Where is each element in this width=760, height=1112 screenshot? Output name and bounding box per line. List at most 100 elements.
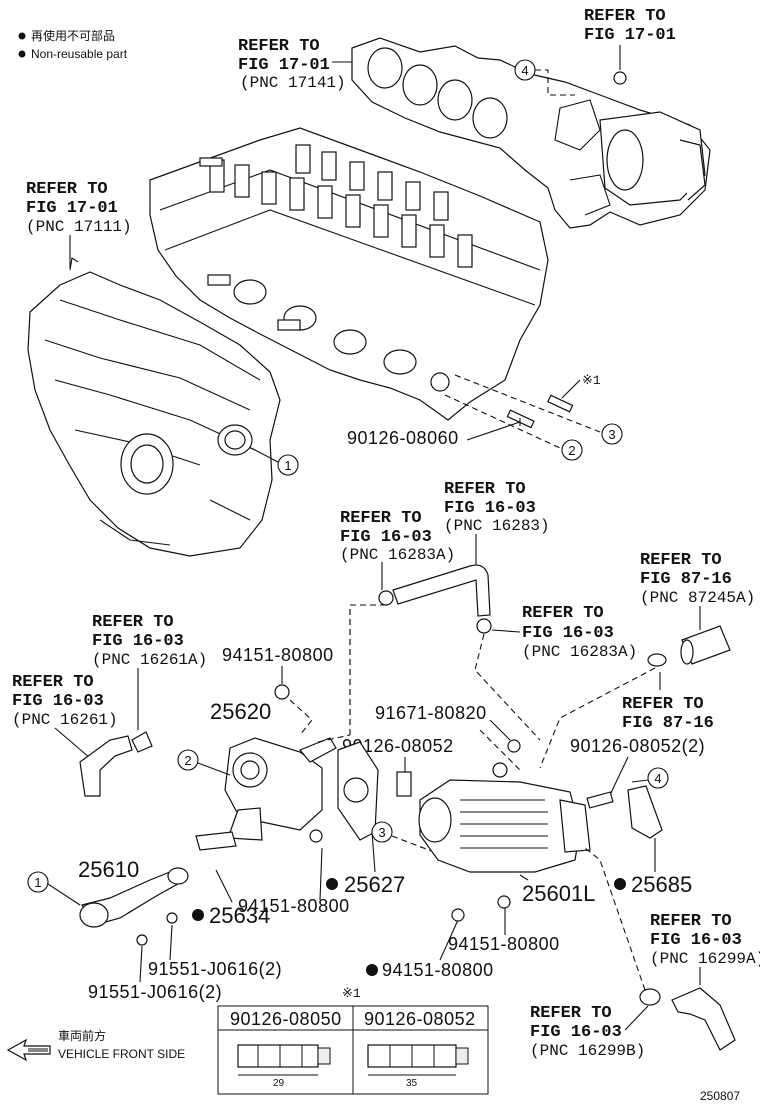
svg-text:REFER TO: REFER TO	[522, 604, 604, 623]
non-reusable-dot	[326, 878, 338, 890]
stud-icon	[586, 791, 614, 809]
callout-4: 4	[521, 63, 528, 78]
svg-text:FIG 16-03: FIG 16-03	[444, 499, 536, 518]
bullet-icon	[18, 50, 26, 58]
svg-text:REFER TO: REFER TO	[622, 695, 704, 714]
part-90126-08060: 90126-08060	[347, 428, 459, 448]
part-25627: 25627	[344, 872, 405, 897]
svg-text:REFER TO: REFER TO	[640, 551, 722, 570]
intake-manifold-drawing: 1	[27, 257, 299, 557]
cylinder-head-drawing	[149, 127, 549, 421]
svg-text:(PNC 16283A): (PNC 16283A)	[340, 546, 455, 564]
svg-text:(PNC 16261A): (PNC 16261A)	[92, 651, 207, 669]
svg-text:FIG 17-01: FIG 17-01	[238, 56, 330, 75]
egr-cooler-drawing	[418, 762, 591, 873]
callout-4b: 4	[654, 771, 661, 786]
ref-16283: REFER TO FIG 16-03 (PNC 16283)	[444, 480, 550, 565]
ref-16283a-right: REFER TO FIG 16-03 (PNC 16283A)	[491, 604, 637, 661]
svg-text:REFER TO: REFER TO	[444, 480, 526, 499]
svg-text:FIG 16-03: FIG 16-03	[522, 624, 614, 643]
part-25601l: 25601L	[522, 881, 595, 906]
vehicle-front-indicator: 車両前方 VEHICLE FRONT SIDE	[6, 1028, 185, 1062]
bullet-icon	[18, 32, 26, 40]
exhaust-manifold-drawing	[351, 37, 711, 229]
part-94151-80800-d: 94151-80800	[382, 960, 494, 980]
stud-35-drawing: 35	[367, 1044, 469, 1089]
svg-text:FIG 17-01: FIG 17-01	[584, 26, 676, 45]
svg-text:29: 29	[273, 1078, 285, 1089]
part-94151-80800-c: 94151-80800	[448, 934, 560, 954]
svg-text:FIG 16-03: FIG 16-03	[530, 1023, 622, 1042]
part-25685: 25685	[631, 872, 692, 897]
hose-87-16	[539, 625, 731, 769]
part-91551-j0616-2b: 91551-J0616(2)	[88, 982, 222, 1002]
callout-3b: 3	[378, 825, 385, 840]
svg-text:FIG 16-03: FIG 16-03	[12, 692, 104, 711]
ref-16261a: REFER TO FIG 16-03 (PNC 16261A)	[92, 613, 207, 730]
svg-text:REFER TO: REFER TO	[26, 180, 108, 199]
callout-3: 3	[608, 427, 615, 442]
legend-en: Non-reusable part	[31, 47, 128, 61]
gasket-25627	[337, 741, 379, 873]
ref-87245a: REFER TO FIG 87-16 (PNC 87245A)	[640, 551, 755, 630]
callout-2b: 2	[184, 753, 191, 768]
svg-text:REFER TO: REFER TO	[650, 912, 732, 931]
gasket-25685	[627, 785, 663, 872]
svg-text:REFER TO: REFER TO	[340, 509, 422, 528]
part-94151-80800-a: 94151-80800	[222, 645, 334, 665]
svg-text:(PNC 16283): (PNC 16283)	[444, 517, 550, 535]
legend: 再使用不可部品 Non-reusable part	[18, 28, 128, 61]
callout-2: 2	[568, 443, 575, 458]
ref-17111: REFER TO FIG 17-01 (PNC 17111)	[26, 180, 132, 268]
water-hose-upper	[349, 564, 541, 741]
ref-16283a-left: REFER TO FIG 16-03 (PNC 16283A)	[340, 509, 455, 590]
callout-1b: 1	[34, 875, 41, 890]
non-reusable-dot	[366, 964, 378, 976]
svg-text:(PNC 16283A): (PNC 16283A)	[522, 643, 637, 661]
svg-text:FIG 87-16: FIG 87-16	[640, 570, 732, 589]
svg-text:(PNC 17141): (PNC 17141)	[240, 74, 346, 92]
non-reusable-dot	[614, 878, 626, 890]
nut-icon	[451, 908, 465, 922]
svg-text:VEHICLE FRONT SIDE: VEHICLE FRONT SIDE	[58, 1047, 185, 1061]
ref-17-01-top-right: REFER TO FIG 17-01	[584, 7, 676, 45]
svg-text:REFER TO: REFER TO	[238, 37, 320, 56]
svg-text:(PNC 87245A): (PNC 87245A)	[640, 589, 755, 607]
svg-text:FIG 16-03: FIG 16-03	[650, 931, 742, 950]
ref-16261: REFER TO FIG 16-03 (PNC 16261)	[12, 673, 118, 759]
part-25634: 25634	[209, 903, 270, 928]
svg-text:REFER TO: REFER TO	[530, 1004, 612, 1023]
top-callout-4: 4	[514, 45, 621, 96]
svg-text:REFER TO: REFER TO	[584, 7, 666, 26]
stud-icon	[396, 771, 412, 797]
arrow-left-icon	[6, 1038, 51, 1062]
part-91671-80820: 91671-80820	[375, 703, 487, 723]
bolt-icon	[507, 739, 521, 753]
part-94151-80800-b: 94151-80800	[238, 896, 350, 916]
legend-jp: 再使用不可部品	[31, 28, 115, 43]
stud-length-table: ※1 90126-08050 90126-08052 29 35	[217, 986, 489, 1095]
part-25610: 25610	[78, 857, 139, 882]
svg-text:FIG 87-16: FIG 87-16	[622, 714, 714, 733]
head-studs: 3 2 ※1 90126-08060	[347, 373, 623, 461]
svg-text:車両前方: 車両前方	[58, 1028, 106, 1043]
svg-text:(PNC 17111): (PNC 17111)	[26, 218, 132, 236]
svg-text:35: 35	[406, 1078, 418, 1089]
svg-text:(PNC 16299A): (PNC 16299A)	[650, 950, 760, 968]
ref-17141: REFER TO FIG 17-01 (PNC 17141)	[238, 37, 352, 92]
svg-text:REFER TO: REFER TO	[12, 673, 94, 692]
ref-16299a: REFER TO FIG 16-03 (PNC 16299A)	[650, 912, 760, 985]
stud-icon	[547, 394, 574, 413]
svg-text:(PNC 16261): (PNC 16261)	[12, 711, 118, 729]
part-90126-08052-a: 90126-08052	[342, 736, 454, 756]
callout-1: 1	[284, 458, 291, 473]
stud-29-drawing: 29	[237, 1044, 331, 1089]
egr-pipe-drawing	[79, 867, 189, 946]
hose-left	[79, 731, 153, 797]
ref-16299b: REFER TO FIG 16-03 (PNC 16299B)	[530, 1004, 649, 1060]
svg-text:FIG 17-01: FIG 17-01	[26, 199, 118, 218]
part-90126-08052-2: 90126-08052(2)	[570, 736, 705, 756]
non-reusable-dot	[192, 909, 204, 921]
figure-code: 250807	[700, 1089, 740, 1103]
